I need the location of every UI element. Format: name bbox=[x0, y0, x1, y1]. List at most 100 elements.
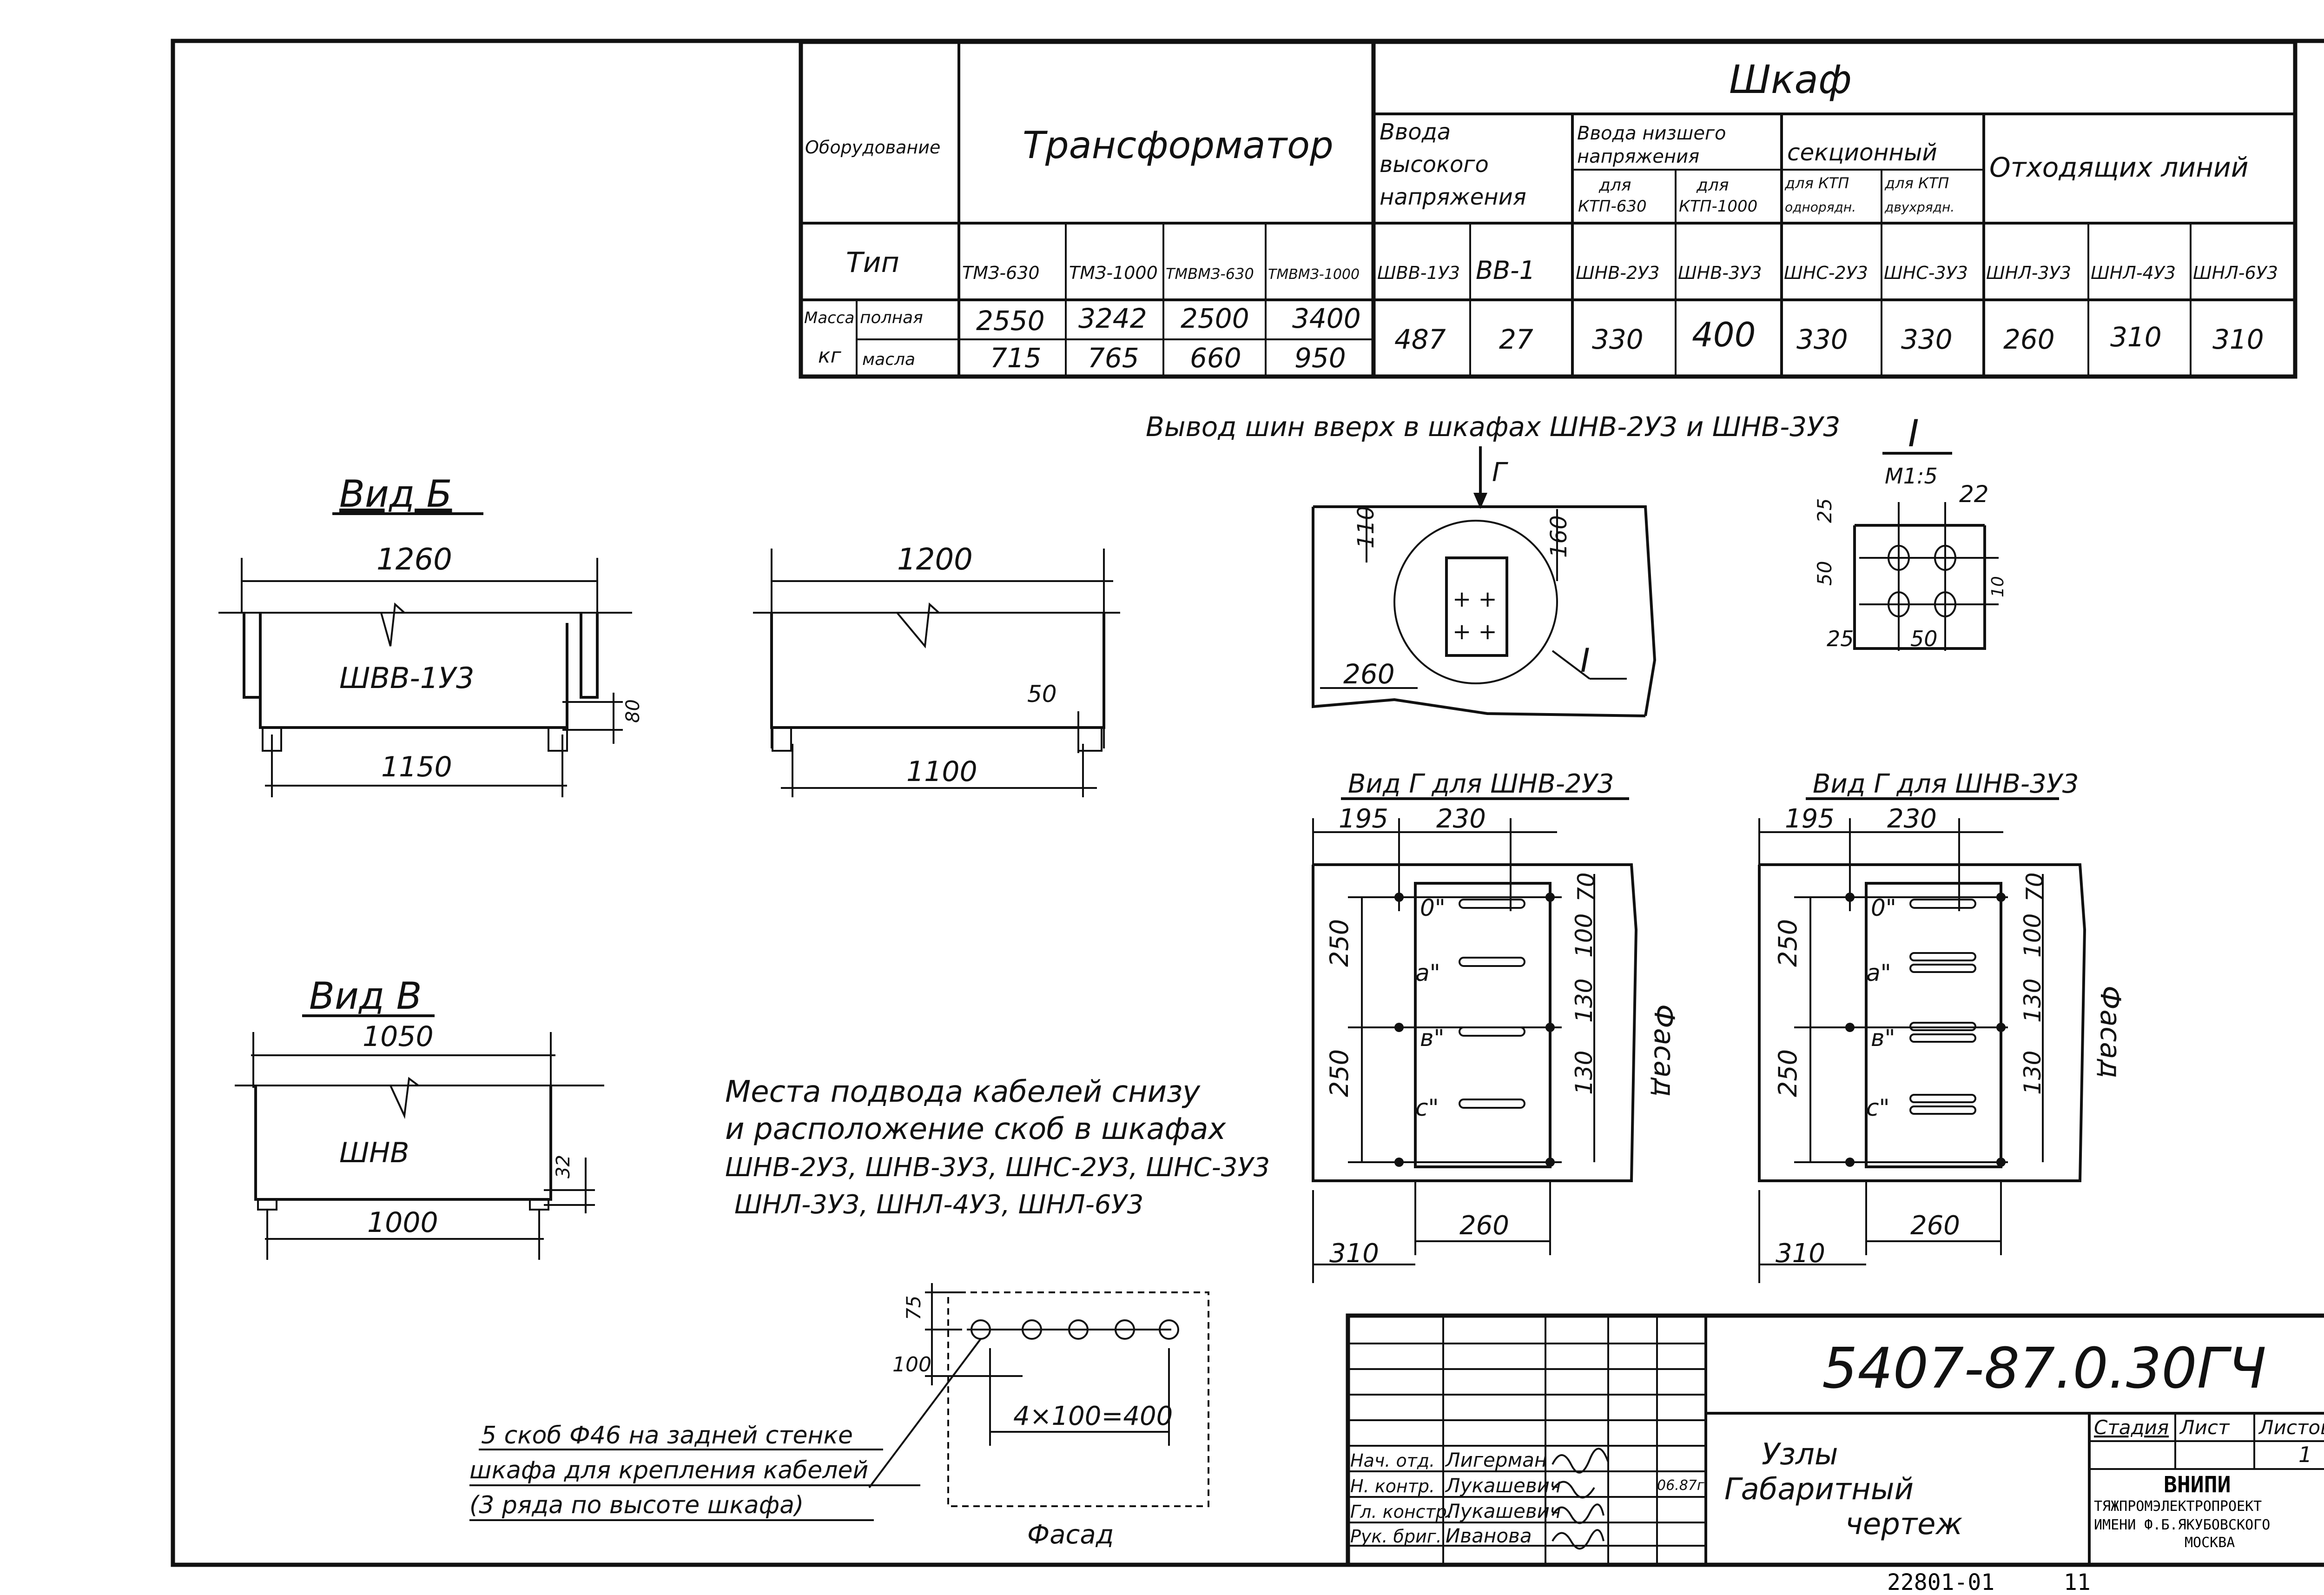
mass-cabinet-cell: 330 bbox=[1796, 324, 1848, 355]
view-b2-dim-1200: 1200 bbox=[897, 543, 973, 577]
view-v-dim-1050: 1050 bbox=[363, 1020, 434, 1053]
mass-oil-cell: 715 bbox=[990, 342, 1042, 374]
mass-cabinet-cell: 487 bbox=[1394, 324, 1446, 355]
signature bbox=[1552, 1481, 1595, 1499]
view-b-drawing: Вид Б 1260 ШВВ-1У3 80 1150 bbox=[218, 472, 644, 797]
signer-name: Лукашевич bbox=[1445, 1474, 1561, 1497]
view-g1-bus-label: а" bbox=[1415, 960, 1440, 986]
sign-date: 06.87г. bbox=[1657, 1477, 1709, 1494]
view-v-title: Вид В bbox=[309, 974, 422, 1018]
view-g1-bottom-dim: 310 bbox=[1329, 1238, 1379, 1269]
sheets-label: Листов bbox=[2258, 1416, 2324, 1439]
signature bbox=[1552, 1529, 1604, 1550]
equipment-table: Оборудование Трансформатор Шкаф Ввода вы… bbox=[799, 40, 2298, 379]
view-v-drawing: Вид В 1050 ШНВ 32 1000 bbox=[235, 974, 604, 1260]
view-g1-top-dim: 230 bbox=[1436, 804, 1486, 834]
hv-inputs-line2: высокого bbox=[1380, 152, 1489, 178]
view-g2-bus-label: в" bbox=[1871, 1025, 1895, 1052]
col-cabinet-label: Шкаф bbox=[1729, 57, 1852, 102]
view-v-dim-32: 32 bbox=[553, 1155, 574, 1178]
mass-cabinet-cell: 330 bbox=[1592, 324, 1644, 355]
view-b-dim-1150: 1150 bbox=[381, 751, 452, 783]
detail-i-dim: 22 bbox=[1959, 481, 1989, 508]
view-g2-bus-label: с" bbox=[1866, 1094, 1890, 1121]
role-label: Рук. бриг. bbox=[1350, 1526, 1442, 1547]
type-cell: ШНС-2У3 bbox=[1784, 263, 1868, 283]
view-b-dim-80: 80 bbox=[622, 699, 644, 723]
detail-i-scale: М1:5 bbox=[1885, 463, 1938, 489]
signature bbox=[1552, 1503, 1604, 1524]
org-line: ТЯЖПРОМЭЛЕКТРОПРОЕКТ bbox=[2094, 1498, 2262, 1515]
view-g1-bus-label: в" bbox=[1420, 1025, 1444, 1052]
cable-note-line: и расположение скоб в шкафах bbox=[725, 1112, 1226, 1146]
view-v-label: ШНВ bbox=[339, 1137, 409, 1169]
detail-i-dim: 50 bbox=[1910, 626, 1938, 651]
drawing-title-line: Габаритный bbox=[1724, 1472, 1914, 1507]
mass-oil-cell: 660 bbox=[1190, 342, 1241, 374]
view-g1-top-dim: 195 bbox=[1339, 804, 1388, 834]
sect-sub2-line2: двухрядн. bbox=[1884, 199, 1954, 215]
cable-note-line: ШНВ-2У3, ШНВ-3У3, ШНС-2У3, ШНС-3У3 bbox=[725, 1152, 1270, 1183]
view-b-label: ШВВ-1У3 bbox=[339, 661, 474, 695]
detail-i-dim: 25 bbox=[1813, 498, 1836, 523]
type-cell: ТМЗ-1000 bbox=[1069, 263, 1158, 283]
bus-outlet-arrow-label: Г bbox=[1492, 457, 1508, 488]
signer-name: Лукашевич bbox=[1445, 1500, 1561, 1522]
view-g1-right-dim: 130 bbox=[1571, 979, 1598, 1023]
signature bbox=[1552, 1448, 1609, 1474]
view-g1-title: Вид Г для ШНВ-2У3 bbox=[1348, 769, 1614, 799]
view-g1-left-dim: 250 bbox=[1325, 1049, 1354, 1097]
view-g1-bus-label: 0" bbox=[1420, 894, 1446, 921]
view-g1-right-dim: 130 bbox=[1571, 1051, 1598, 1095]
type-cell: ШНЛ-4У3 bbox=[2091, 263, 2176, 283]
type-cell: ШНВ-3У3 bbox=[1678, 263, 1762, 283]
org-line: ИМЕНИ Ф.Б.ЯКУБОВСКОГО bbox=[2094, 1517, 2270, 1533]
mass-cabinet-cell: 330 bbox=[1901, 324, 1953, 355]
view-g1-facade: Фасад bbox=[1648, 1004, 1680, 1097]
view-g2-bottom-dim: 260 bbox=[1910, 1211, 1960, 1241]
mass-cabinet-cell: 27 bbox=[1499, 324, 1533, 355]
view-g2-right-dim: 100 bbox=[2019, 913, 2046, 958]
mass-label: Масса bbox=[804, 309, 854, 327]
oil-label: масла bbox=[862, 350, 915, 369]
lv-inputs-line1: Ввода низшего bbox=[1577, 123, 1726, 144]
sheets-value: 1 bbox=[2298, 1442, 2312, 1467]
outgoing-label: Отходящих линий bbox=[1989, 152, 2248, 183]
mass-full-cell: 2500 bbox=[1181, 303, 1249, 334]
type-cell: ШНЛ-3У3 bbox=[1986, 263, 2071, 283]
type-cell: ШВВ-1У3 bbox=[1377, 263, 1460, 283]
sect-sub1-line2: однорядн. bbox=[1785, 199, 1856, 215]
role-label: Н. контр. bbox=[1350, 1476, 1435, 1496]
view-g1-bus-label: с" bbox=[1415, 1094, 1439, 1121]
type-cell: ШНЛ-6У3 bbox=[2193, 263, 2278, 283]
view-b-title: Вид Б bbox=[339, 472, 452, 516]
type-cells: ТМЗ-630 ТМЗ-1000 ТМВМЗ-630 ТМВМЗ-1000 ШВ… bbox=[962, 256, 2278, 285]
mass-full-cell: 3242 bbox=[1078, 303, 1147, 334]
bus-outlet-dim-110: 110 bbox=[1353, 506, 1379, 549]
lv-sub2-line1: для bbox=[1696, 176, 1729, 195]
signer-name: Иванова bbox=[1446, 1524, 1532, 1547]
cable-note-line: Места подвода кабелей снизу bbox=[725, 1075, 1201, 1109]
col-transformer-label: Трансформатор bbox=[1023, 124, 1334, 167]
footer-sheet: 11 bbox=[2064, 1569, 2091, 1595]
svg-text:+ +: + + bbox=[1452, 586, 1497, 612]
view-b2-dim-50: 50 bbox=[1027, 681, 1057, 708]
view-g1-left-dim: 250 bbox=[1325, 919, 1354, 967]
role-label: Гл. констр. bbox=[1350, 1502, 1452, 1522]
view-g1-right-dim: 100 bbox=[1571, 913, 1598, 958]
bracket-detail: 75 100 4×100=400 Фасад 5 скоб Ф46 на зад… bbox=[469, 1283, 1209, 1550]
type-cell: ВВ-1 bbox=[1476, 256, 1535, 285]
type-cell: ШНС-3У3 bbox=[1884, 263, 1968, 283]
type-cell: ТМВМЗ-630 bbox=[1166, 265, 1254, 283]
cable-note-line: ШНЛ-3У3, ШНЛ-4У3, ШНЛ-6У3 bbox=[734, 1190, 1143, 1220]
type-cell: ТМВМЗ-1000 bbox=[1268, 266, 1360, 283]
view-g2-right-dim: 130 bbox=[2019, 1051, 2046, 1095]
view-g1-drawing: Вид Г для ШНВ-2У3 195 230 0" а" в" с" 25… bbox=[1312, 769, 1680, 1283]
view-g2-right-dim: 130 bbox=[2019, 979, 2046, 1023]
detail-i-drawing: I М1:5 25 22 50 10 25 50 bbox=[1813, 412, 2007, 651]
col-equipment-label: Оборудование bbox=[805, 137, 940, 158]
mass-cabinet-cell: 310 bbox=[2212, 324, 2264, 355]
org-line: МОСКВА bbox=[2185, 1535, 2235, 1551]
footer-code: 22801-01 bbox=[1887, 1569, 1994, 1595]
